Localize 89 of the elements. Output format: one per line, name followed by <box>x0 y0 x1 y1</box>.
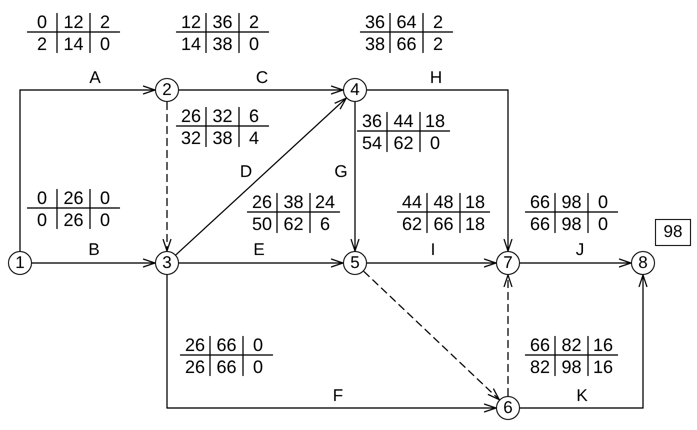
time-value: 54 <box>362 134 382 152</box>
time-value: 18 <box>464 193 486 211</box>
time-value: 0 <box>598 193 608 211</box>
time-value: 38 <box>364 35 386 53</box>
time-value: 0 <box>100 189 110 207</box>
time-value: 26 <box>184 336 206 354</box>
time-value: 36 <box>364 13 386 31</box>
time-value: 26 <box>184 358 206 376</box>
time-value: 62 <box>393 134 414 152</box>
time-value: 26 <box>180 107 202 125</box>
time-value: 44 <box>393 112 414 130</box>
time-value: 66 <box>433 215 454 233</box>
time-value: 50 <box>252 215 272 233</box>
time-value: 36 <box>362 112 382 130</box>
time-value: 38 <box>283 193 304 211</box>
arrow <box>367 89 513 252</box>
time-value: 0 <box>37 189 47 207</box>
time-value: 6 <box>320 215 330 233</box>
time-value: 6 <box>249 107 259 125</box>
time-value: 66 <box>216 358 237 376</box>
time-value: 2 <box>433 35 443 53</box>
time-value: 38 <box>212 129 233 147</box>
time-value: 66 <box>530 215 550 233</box>
time-value: 18 <box>424 112 446 130</box>
time-value: 2 <box>100 13 110 31</box>
dashed-arrow <box>503 274 513 396</box>
arrow <box>520 258 632 268</box>
time-value: 2 <box>249 13 259 31</box>
time-value: 32 <box>212 107 233 125</box>
node-circle: 4 <box>343 78 367 102</box>
node-circle: 8 <box>631 251 655 275</box>
arrow <box>179 258 344 268</box>
time-value: 98 <box>561 358 582 376</box>
time-value: 66 <box>216 336 237 354</box>
time-value: 14 <box>180 35 202 53</box>
arrow <box>166 275 497 413</box>
time-value: 26 <box>252 193 272 211</box>
node-circle: 6 <box>496 396 520 420</box>
arrow <box>179 85 344 95</box>
time-value: 0 <box>100 35 110 53</box>
time-value: 38 <box>212 35 233 53</box>
time-value: 18 <box>464 215 486 233</box>
time-value: 0 <box>598 215 608 233</box>
time-value: 64 <box>396 13 417 31</box>
time-value: 2 <box>433 13 443 31</box>
time-value: 66 <box>396 35 417 53</box>
time-value: 98 <box>561 215 582 233</box>
time-value: 2 <box>37 35 47 53</box>
arrow <box>350 102 360 252</box>
arrow <box>367 258 497 268</box>
time-value: 98 <box>561 193 582 211</box>
time-value: 12 <box>180 13 202 31</box>
time-value: 0 <box>430 134 440 152</box>
time-value: 44 <box>402 193 422 211</box>
time-value: 0 <box>249 35 259 53</box>
time-value: 0 <box>253 336 263 354</box>
node-circle: 3 <box>155 251 179 275</box>
arrow <box>520 274 648 409</box>
node-circle: 1 <box>8 251 32 275</box>
time-value: 0 <box>253 358 263 376</box>
time-value: 82 <box>561 336 582 354</box>
time-value: 16 <box>592 358 614 376</box>
arrow <box>32 258 156 268</box>
time-value: 48 <box>433 193 454 211</box>
time-value: 4 <box>249 129 259 147</box>
time-value: 82 <box>530 358 550 376</box>
dashed-arrow <box>363 270 500 400</box>
time-value: 32 <box>180 129 202 147</box>
time-value: 62 <box>402 215 422 233</box>
time-value: 24 <box>314 193 336 211</box>
duration-box: 98 <box>655 218 691 246</box>
time-value: 66 <box>530 336 550 354</box>
node-circle: 7 <box>496 251 520 275</box>
time-value: 0 <box>37 13 47 31</box>
time-value: 16 <box>592 336 614 354</box>
time-value: 66 <box>530 193 550 211</box>
time-value: 26 <box>63 211 84 229</box>
time-value: 36 <box>212 13 233 31</box>
node-circle: 2 <box>155 78 179 102</box>
node-circle: 5 <box>343 251 367 275</box>
time-value: 0 <box>100 211 110 229</box>
time-value: 12 <box>63 13 84 31</box>
arrow <box>175 98 347 256</box>
dashed-arrow <box>162 102 172 252</box>
time-value: 14 <box>63 35 84 53</box>
arrow <box>19 85 156 251</box>
time-value: 62 <box>283 215 304 233</box>
time-value: 0 <box>37 211 47 229</box>
time-value: 26 <box>63 189 84 207</box>
